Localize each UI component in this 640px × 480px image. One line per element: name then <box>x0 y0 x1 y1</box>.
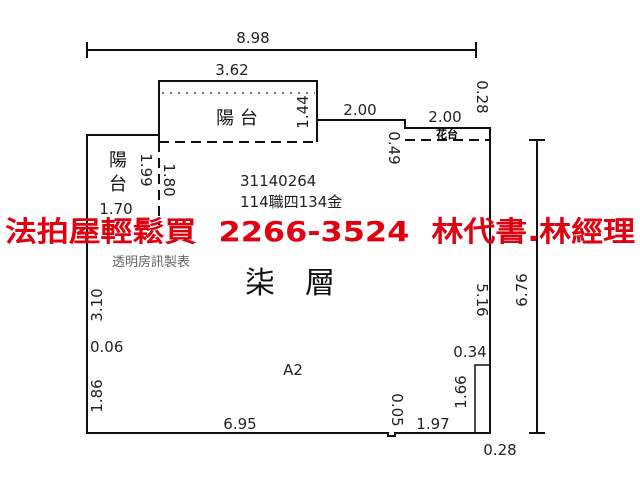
dim-corner-1: 0.34 <box>453 343 486 361</box>
dim-balcony-width: 3.62 <box>215 61 248 79</box>
dim-left-wall-1: 3.10 <box>88 288 106 321</box>
overall-width-dimension-line <box>86 42 477 58</box>
dim-left-wall-2: 1.86 <box>88 379 106 412</box>
dim-step-2: 2.00 <box>428 108 461 126</box>
balcony-outline <box>158 80 318 142</box>
dim-left-1: 1.99 <box>137 153 155 186</box>
balcony-top-label: 陽 台 <box>216 108 258 129</box>
dim-right-inner: 5.16 <box>473 283 491 316</box>
balcony-left-label-1: 陽 <box>109 150 127 171</box>
dim-bottom-right: 0.28 <box>483 441 516 459</box>
dim-right-total: 6.76 <box>513 273 531 306</box>
dim-step-1: 2.00 <box>343 101 376 119</box>
dim-left-2: 1.80 <box>160 163 178 196</box>
planter-label: 花台 <box>436 127 458 141</box>
balcony-left-label-2: 台 <box>109 174 127 195</box>
dim-bottom-1: 6.95 <box>223 415 256 433</box>
watermark: 透明房訊製表 <box>112 254 190 270</box>
dim-total-width: 8.98 <box>236 29 269 47</box>
dim-balcony-depth: 1.44 <box>294 95 312 128</box>
floor-label: 柒 層 <box>245 266 335 301</box>
address-code: 114職四134金 <box>240 193 342 211</box>
right-height-dimension-line <box>529 139 545 434</box>
dim-bottom-2: 1.97 <box>416 415 449 433</box>
dim-left-jog: 0.06 <box>90 338 123 356</box>
dim-bottom-jog: 0.05 <box>388 393 406 426</box>
red-advert-banner: 法拍屋輕鬆買 2266-3524 林代書.林經理 <box>5 215 635 248</box>
building-number: 31140264 <box>240 172 316 190</box>
unit-outline <box>86 119 491 437</box>
unit-label: A2 <box>283 361 303 379</box>
dim-corner-2: 1.66 <box>452 375 470 408</box>
corner-box <box>474 364 490 433</box>
dim-top-right: 0.28 <box>473 80 491 113</box>
dim-left-balcony-width: 1.70 <box>99 200 132 218</box>
dim-step-drop: 0.49 <box>385 131 403 164</box>
